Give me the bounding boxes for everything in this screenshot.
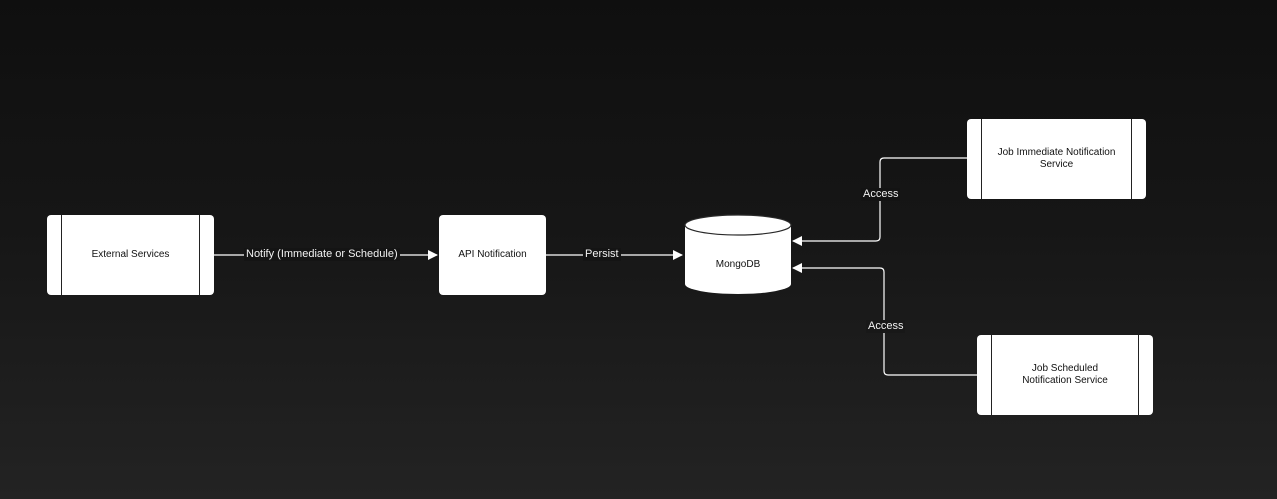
node-label: Job Immediate Notification Service — [997, 147, 1116, 170]
edge-label-notify: Notify (Immediate or Schedule) — [244, 248, 400, 261]
node-job-immediate[interactable]: Job Immediate Notification Service — [967, 119, 1146, 199]
node-label: External Services — [91, 249, 170, 260]
edge-label-persist: Persist — [583, 248, 621, 261]
node-label: API Notification — [458, 249, 527, 260]
node-mongodb-label: MongoDB — [715, 259, 761, 270]
node-job-scheduled[interactable]: Job Scheduled Notification Service — [977, 335, 1153, 415]
process-bar-left — [61, 215, 62, 295]
node-label: Job Scheduled Notification Service — [1022, 363, 1108, 386]
process-bar-right — [1138, 335, 1139, 415]
edge-label-access-scheduled: Access — [866, 320, 906, 333]
process-bar-right — [1131, 119, 1132, 199]
process-bar-right — [199, 215, 200, 295]
process-bar-left — [981, 119, 982, 199]
node-api-notification[interactable]: API Notification — [439, 215, 546, 295]
process-bar-left — [991, 335, 992, 415]
edge-label-access-immediate: Access — [861, 188, 901, 201]
node-external-services[interactable]: External Services — [47, 215, 214, 295]
mongodb-cylinder[interactable] — [684, 214, 792, 294]
